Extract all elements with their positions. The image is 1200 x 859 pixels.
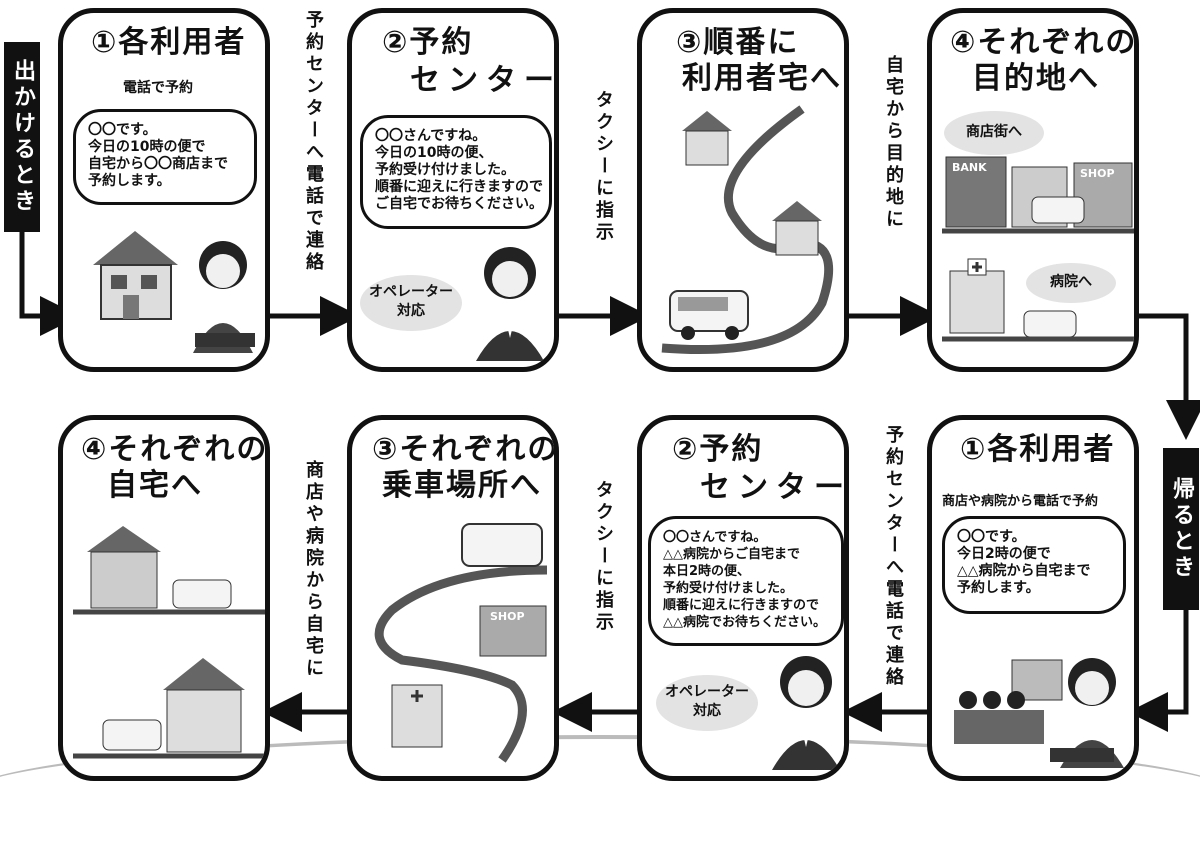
step-title-line1: ②予約 bbox=[382, 25, 474, 60]
step-title-line2: 利用者宅へ bbox=[682, 61, 842, 96]
step-title-line2: 乗車場所へ bbox=[382, 468, 542, 503]
connector-bottom-3-4: 商店や病院から自宅に bbox=[303, 460, 324, 680]
connector-top-3-4: 自宅から目的地に bbox=[883, 55, 904, 231]
step-top-4-destination: ④それぞれの 目的地へ 商店街へ BANK SHOP 病院へ bbox=[927, 8, 1139, 372]
step-title-line1: ③それぞれの bbox=[372, 432, 559, 467]
hospital-label: 病院へ bbox=[1026, 263, 1116, 303]
bank-sign: BANK bbox=[952, 161, 987, 174]
connector-bottom-1-2: 予約センターへ電話で連絡 bbox=[883, 425, 904, 689]
step-bottom-1-user: ①各利用者 商店や病院から電話で予約 〇〇です。今日2時の便で△△病院から自宅ま… bbox=[927, 415, 1139, 781]
step-title-line2: センター bbox=[410, 63, 559, 98]
shopping-street-illustration: BANK SHOP bbox=[942, 156, 1134, 234]
step-title-line1: ④それぞれの bbox=[81, 432, 269, 467]
shopping-street-label: 商店街へ bbox=[944, 111, 1044, 155]
connector-bottom-2-3: タクシーに指示 bbox=[593, 480, 614, 634]
arrow-return-entry bbox=[1128, 610, 1189, 732]
step-title-line2: 目的地へ bbox=[972, 61, 1100, 96]
operator-illustration bbox=[772, 656, 840, 770]
speech-bubble: 〇〇さんですね。今日の10時の便、予約受け付けました。順番に迎えに行きますのでご… bbox=[360, 115, 552, 229]
boarding-road-illustration: SHOP bbox=[374, 523, 548, 763]
step-top-2-reservation-center: ②予約 センター 〇〇さんですね。今日の10時の便、予約受け付けました。順番に迎… bbox=[347, 8, 559, 372]
step-bottom-3-boarding: ③それぞれの 乗車場所へ SHOP bbox=[347, 415, 559, 781]
step-title-line1: ③順番に bbox=[676, 25, 800, 60]
arrow-turn bbox=[1136, 313, 1200, 440]
waiting-room-caller-illustration bbox=[954, 658, 1124, 768]
step-caption: 電話で予約 bbox=[123, 80, 193, 96]
step-title: ①各利用者 bbox=[91, 25, 247, 60]
step-top-3-pickup: ③順番に 利用者宅へ bbox=[637, 8, 849, 372]
flow-arrows bbox=[19, 232, 1200, 732]
step-title: ①各利用者 bbox=[960, 432, 1116, 467]
step-top-1-user: ①各利用者 電話で予約 〇〇です。今日の10時の便で自宅から〇〇商店まで予約しま… bbox=[58, 8, 270, 372]
hospital-illustration bbox=[942, 258, 1134, 342]
operator-label: オペレーター対応 bbox=[656, 675, 758, 731]
step-bottom-4-home: ④それぞれの 自宅へ bbox=[58, 415, 270, 781]
background-swoop bbox=[0, 735, 1200, 859]
speech-bubble: 〇〇です。今日の10時の便で自宅から〇〇商店まで予約します。 bbox=[73, 109, 257, 205]
speech-bubble: 〇〇です。今日2時の便で△△病院から自宅まで予約します。 bbox=[942, 516, 1126, 614]
connector-top-2-3: タクシーに指示 bbox=[593, 90, 614, 244]
connector-top-1-2: 予約センターへ電話で連絡 bbox=[303, 10, 324, 274]
homes-illustration bbox=[73, 526, 265, 759]
step-title-line2: センター bbox=[700, 470, 849, 505]
shop-sign: SHOP bbox=[1080, 167, 1115, 180]
house-and-caller-illustration bbox=[93, 231, 255, 353]
returning-label: 帰るとき bbox=[1163, 448, 1199, 610]
winding-road-illustration bbox=[661, 105, 834, 355]
operator-label: オペレーター対応 bbox=[360, 275, 462, 331]
step-title-line2: 自宅へ bbox=[107, 468, 203, 503]
step-title-line1: ②予約 bbox=[672, 432, 764, 467]
going-label: 出かけるとき bbox=[4, 42, 40, 232]
flow-diagram: 出かけるとき 帰るとき 予約センターへ電話で連絡 タクシーに指示 自宅から目的地… bbox=[0, 8, 1200, 781]
arrow-start-top bbox=[19, 232, 80, 336]
step-caption: 商店や病院から電話で予約 bbox=[942, 494, 1099, 509]
speech-bubble: 〇〇さんですね。△△病院からご自宅まで本日2時の便、予約受け付けました。順番に迎… bbox=[648, 516, 844, 646]
operator-illustration bbox=[476, 247, 544, 361]
shop-sign: SHOP bbox=[490, 610, 525, 623]
step-title-line1: ④それぞれの bbox=[950, 25, 1138, 60]
step-bottom-2-reservation-center: ②予約 センター 〇〇さんですね。△△病院からご自宅まで本日2時の便、予約受け付… bbox=[637, 415, 849, 781]
